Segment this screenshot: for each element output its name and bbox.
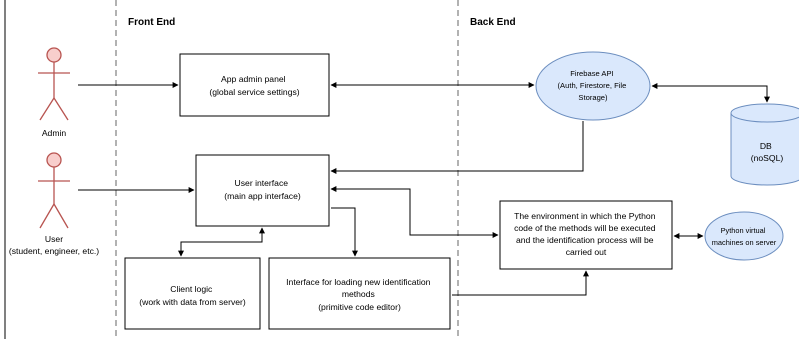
db-text: DB (noSQL) — [751, 141, 784, 163]
environment-text: The environment in which the Python code… — [514, 211, 658, 257]
admin-panel-node: App admin panel (global service settings… — [179, 53, 330, 117]
edge-firebase-db — [651, 83, 770, 103]
firebase-api-line-2: (Auth, Firestore, File — [558, 81, 627, 90]
python-vm-line-1: Python virtual — [721, 226, 766, 235]
loading-interface-line-1: Interface for loading new identification — [286, 277, 430, 287]
edge-ui-to-loading-interface — [331, 207, 358, 257]
environment-line-4: carried out — [566, 247, 607, 257]
client-logic-line-1: Client logic — [170, 284, 213, 294]
front-end-header: Front End — [128, 17, 175, 28]
admin-panel-box — [179, 53, 330, 117]
python-vm-node: Python virtual machines on server — [704, 211, 784, 261]
firebase-api-line-3: Storage) — [578, 93, 608, 102]
user-interface-line-1: User interface — [235, 178, 289, 188]
edge-loading-to-environment — [452, 270, 589, 296]
user-interface-node: User interface (main app interface) — [195, 154, 330, 227]
loading-interface-line-3: (primitive code editor) — [318, 302, 401, 312]
user-interface-text: User interface (main app interface) — [224, 178, 301, 201]
admin-actor-head — [46, 47, 62, 63]
admin-actor-right-leg — [53, 97, 69, 121]
edge-firebase-to-ui — [330, 121, 584, 174]
firebase-api-text: Firebase API (Auth, Firestore, File Stor… — [558, 69, 629, 102]
edge-ui-environment — [330, 186, 499, 238]
environment-box — [499, 200, 673, 270]
environment-line-3: and the identification process will be — [516, 235, 654, 245]
python-vm-line-2: machines on server — [712, 238, 777, 247]
client-logic-node: Client logic (work with data from server… — [124, 257, 261, 330]
environment-line-1: The environment in which the Python — [514, 211, 656, 221]
user-actor-head — [46, 152, 62, 168]
db-cylinder-body — [730, 113, 799, 186]
loading-interface-node: Interface for loading new identification… — [268, 257, 451, 330]
user-actor-left-leg — [39, 203, 55, 229]
python-vm-text: Python virtual machines on server — [712, 226, 777, 247]
db-line-2: (noSQL) — [751, 153, 784, 163]
admin-panel-line-2: (global service settings) — [209, 87, 299, 97]
user-label: User — [45, 234, 63, 244]
user-interface-box — [195, 154, 330, 227]
user-label-role: (student, engineer, etc.) — [9, 246, 99, 256]
client-logic-box — [124, 257, 261, 330]
firebase-api-ellipse — [535, 51, 651, 121]
db-cylinder: DB (noSQL) — [730, 103, 799, 186]
db-line-1: DB — [760, 141, 772, 151]
back-end-header: Back End — [470, 17, 516, 28]
client-logic-line-2: (work with data from server) — [139, 297, 246, 307]
user-actor — [38, 152, 70, 229]
environment-node: The environment in which the Python code… — [499, 200, 673, 270]
loading-interface-box — [268, 257, 451, 330]
firebase-api-line-1: Firebase API — [570, 69, 613, 78]
environment-line-2: code of the methods will be executed — [514, 223, 656, 233]
firebase-api-node: Firebase API (Auth, Firestore, File Stor… — [535, 51, 651, 121]
client-logic-text: Client logic (work with data from server… — [139, 284, 246, 307]
admin-label: Admin — [42, 128, 67, 138]
user-actor-right-leg — [53, 203, 69, 229]
loading-interface-line-2: methods — [342, 289, 375, 299]
python-vm-ellipse — [704, 211, 784, 261]
edge-ui-client-logic — [178, 227, 265, 257]
admin-panel-line-1: App admin panel — [221, 74, 286, 84]
admin-panel-text: App admin panel (global service settings… — [209, 74, 299, 97]
admin-actor-left-leg — [39, 97, 55, 121]
admin-actor — [38, 47, 70, 121]
db-cylinder-top — [730, 103, 799, 123]
loading-interface-text: Interface for loading new identification… — [286, 277, 433, 312]
user-interface-line-2: (main app interface) — [224, 191, 301, 201]
